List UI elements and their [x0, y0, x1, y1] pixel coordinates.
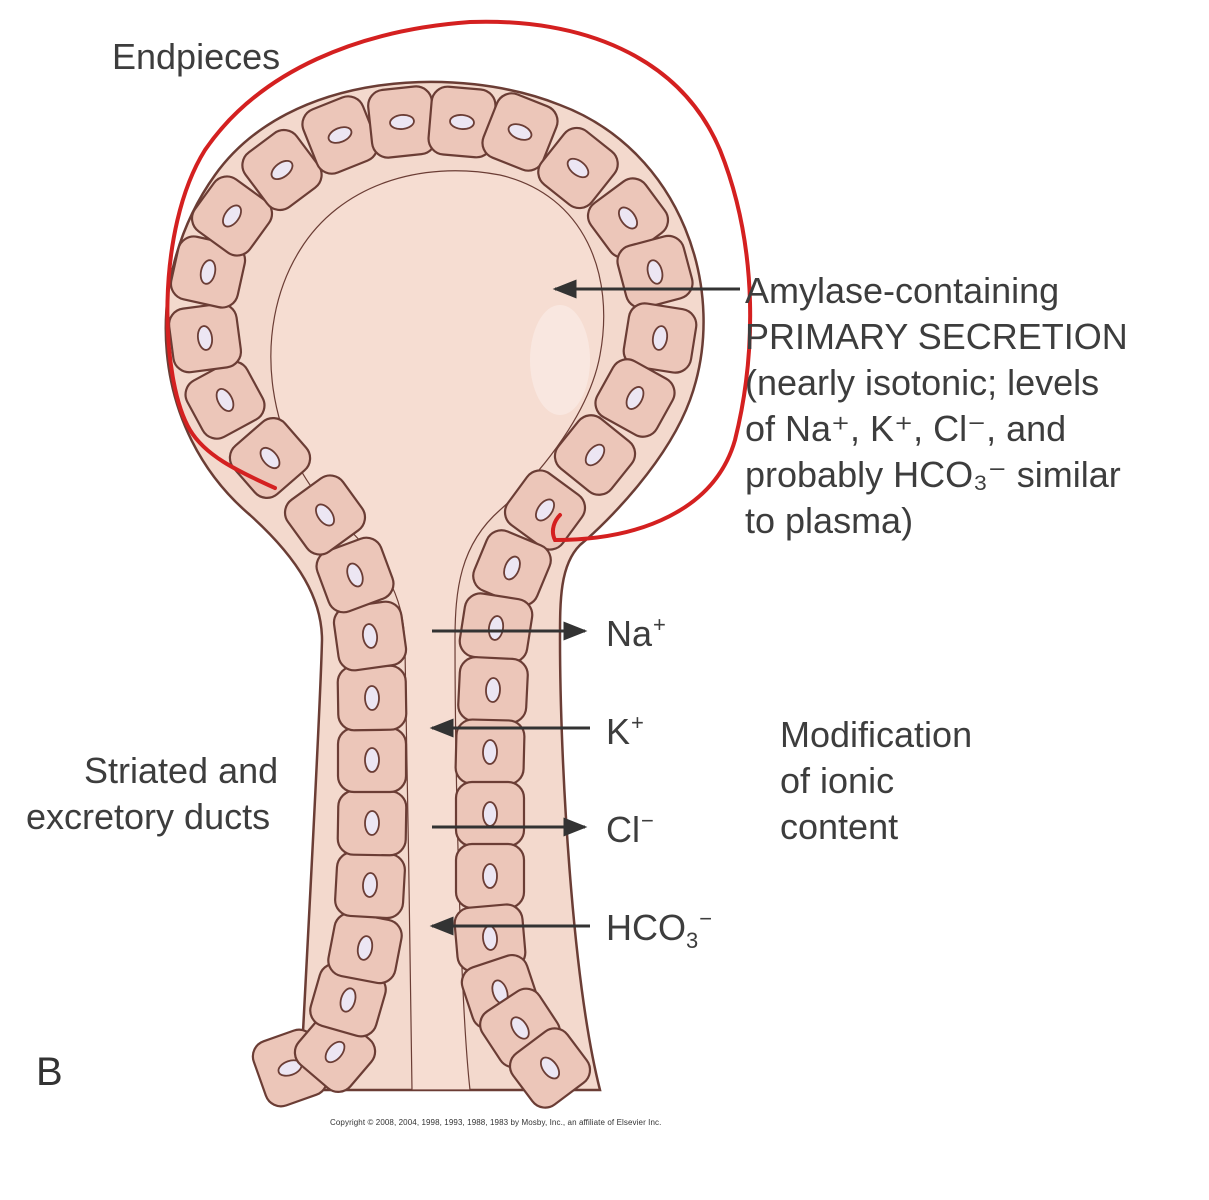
epithelial-cell: [454, 718, 526, 786]
ducts-line-2: excretory ducts: [26, 796, 271, 837]
cell-nucleus: [503, 555, 521, 581]
epithelial-cell: [336, 789, 408, 857]
modification-line-2: of ionic: [780, 760, 895, 801]
epithelial-cell: [241, 128, 323, 212]
cell-nucleus: [566, 157, 590, 179]
epithelial-cell: [454, 842, 526, 910]
lumen-highlight: [530, 305, 590, 415]
ion-label-hco3: HCO3−: [606, 906, 712, 954]
ion-hco3-subscript: 3: [686, 928, 699, 953]
ducts-line-1: Striated and: [84, 750, 279, 791]
epithelial-cell: [327, 911, 403, 985]
cell-nucleus: [482, 739, 498, 765]
cell-nucleus: [651, 325, 669, 351]
ion-hco3-base: HCO: [606, 907, 686, 948]
endpieces-label: Endpieces: [112, 36, 281, 77]
cell-nucleus: [646, 259, 664, 285]
endpiece-annotation-circle: [165, 19, 753, 543]
epithelial-cell: [283, 474, 367, 556]
cell-nucleus: [222, 204, 242, 228]
epithelial-cell: [481, 92, 559, 172]
cell-nucleus: [315, 503, 335, 527]
epithelial-cell: [454, 780, 526, 848]
epithelial-cell: [457, 656, 529, 724]
primary-line-4: of Na⁺, K⁺, Cl⁻, and: [745, 408, 1067, 449]
cell-nucleus: [364, 747, 380, 773]
epithelial-cell: [367, 85, 437, 159]
modification-line-3: content: [780, 806, 899, 847]
ion-label-cl: Cl−: [606, 808, 654, 851]
epithelial-cell: [503, 469, 587, 551]
cell-nucleus: [364, 685, 380, 711]
copyright-notice: Copyright © 2008, 2004, 1998, 1993, 1988…: [330, 1118, 662, 1127]
ion-hco3-charge: −: [699, 906, 713, 931]
cell-nucleus: [362, 872, 378, 898]
ion-na-base: Na: [606, 613, 653, 654]
epithelial-cell: [427, 85, 497, 159]
cell-nucleus: [507, 123, 533, 141]
cell-nucleus: [485, 677, 501, 703]
epithelial-cell: [336, 726, 408, 794]
epithelial-cell: [622, 302, 698, 374]
cell-nucleus: [535, 498, 555, 522]
epithelial-cell: [537, 126, 619, 210]
red-annotation-stroke: [165, 19, 753, 543]
epithelial-cell: [553, 414, 637, 496]
epithelial-cell: [301, 95, 379, 175]
epithelial-cell: [508, 1027, 592, 1109]
cell-nucleus: [339, 987, 357, 1013]
epithelial-cell: [167, 302, 243, 374]
cell-nucleus: [364, 810, 380, 836]
epithelial-cell: [458, 592, 534, 664]
epithelial-cell: [336, 664, 408, 732]
cell-nucleus: [196, 325, 214, 351]
cell-nucleus: [449, 114, 475, 130]
epithelial-cell: [334, 850, 406, 920]
ion-na-charge: +: [653, 612, 666, 637]
primary-line-2: PRIMARY SECRETION: [745, 316, 1128, 357]
epithelial-cell: [594, 358, 676, 438]
ion-k-charge: +: [631, 710, 644, 735]
cell-nucleus: [356, 935, 374, 961]
primary-line-1: Amylase-containing: [745, 270, 1060, 311]
epithelial-cells: [167, 85, 698, 1109]
cell-nucleus: [487, 615, 505, 641]
cell-nucleus: [324, 1040, 346, 1064]
cell-nucleus: [584, 443, 606, 467]
ion-label-k: K+: [606, 710, 644, 753]
ion-label-na: Na+: [606, 612, 666, 655]
primary-line-6: to plasma): [745, 500, 914, 541]
ion-cl-base: Cl: [606, 809, 640, 850]
cell-nucleus: [510, 1016, 530, 1040]
cell-nucleus: [270, 159, 294, 181]
cell-nucleus: [215, 388, 235, 412]
cell-nucleus: [539, 1056, 561, 1080]
ion-arrows: [429, 279, 740, 936]
cell-nucleus: [482, 801, 498, 827]
cell-nucleus: [482, 863, 498, 889]
modification-line-1: Modification: [780, 714, 973, 755]
cell-nucleus: [346, 562, 364, 588]
ion-k-base: K: [606, 711, 631, 752]
primary-line-5: probably HCO₃⁻ similar: [745, 454, 1121, 495]
cell-nucleus: [327, 126, 353, 144]
cell-nucleus: [259, 446, 281, 470]
ion-cl-charge: −: [641, 808, 654, 833]
cell-nucleus: [625, 386, 645, 410]
epithelial-cell: [184, 360, 266, 440]
epithelial-cell: [190, 175, 274, 257]
epithelial-cell: [315, 536, 395, 614]
panel-letter: B: [36, 1050, 63, 1094]
cell-nucleus: [199, 259, 217, 285]
epithelial-cell: [332, 600, 408, 672]
epithelial-cell: [586, 177, 670, 259]
epithelial-cell: [472, 529, 552, 607]
cell-nucleus: [361, 623, 379, 649]
primary-line-3: (nearly isotonic; levels: [745, 362, 1100, 403]
cell-nucleus: [389, 114, 415, 130]
cell-nucleus: [618, 206, 638, 230]
